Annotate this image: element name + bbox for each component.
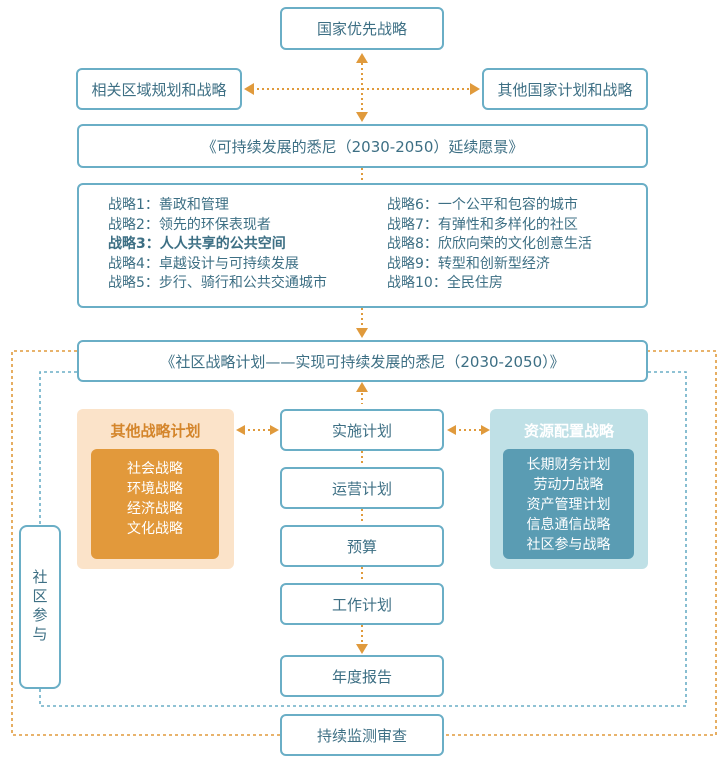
other-plans-item: 文化战略 (127, 521, 183, 537)
arrow-left-regional (244, 83, 254, 95)
vision-label: 《可持续发展的悉尼（2030-2050）延续愿景》 (201, 137, 524, 156)
other-plans-item: 社会战略 (127, 461, 183, 477)
strategy-item: 战略1：善政和管理 (108, 197, 229, 213)
arrow-left-implementation-right (447, 425, 456, 435)
strategy-item: 战略2：领先的环保表现者 (108, 216, 271, 233)
strategies-box: 战略1：善政和管理 战略2：领先的环保表现者 战略3：人人共享的公共空间 战略4… (77, 183, 648, 308)
monitoring-review-label: 持续监测审查 (316, 726, 407, 745)
strategy-item: 战略8：欣欣向荣的文化创意生活 (387, 236, 592, 252)
arrow-down-plan (356, 328, 368, 338)
resource-strategy-item: 长期财务计划 (526, 457, 611, 473)
other-plans-item: 环境战略 (127, 481, 183, 497)
strategy-item: 战略9：转型和创新型经济 (387, 255, 550, 272)
arrow-left-otherplans (236, 425, 245, 435)
national-priorities-label: 国家优先战略 (316, 20, 407, 38)
resource-strategy-title: 资源配置战略 (523, 422, 614, 440)
work-plan-box: 工作计划 (280, 583, 444, 625)
arrow-down-report (356, 644, 368, 654)
community-plan-label: 《社区战略计划——实现可持续发展的悉尼（2030-2050）》 (160, 352, 565, 371)
resource-strategy-item: 资产管理计划 (526, 497, 611, 513)
vision-box: 《可持续发展的悉尼（2030-2050）延续愿景》 (77, 124, 648, 168)
other-national-plans-box: 其他国家计划和战略 (482, 68, 648, 110)
strategy-item: 战略7：有弹性和多样化的社区 (387, 216, 578, 233)
arrow-right-resource (481, 425, 490, 435)
arrow-down-vision (356, 112, 368, 122)
strategies-left-column: 战略1：善政和管理 战略2：领先的环保表现者 战略3：人人共享的公共空间 战略4… (108, 196, 327, 294)
arrow-right-implementation-left (270, 425, 279, 435)
strategy-item: 战略10：全民住房 (387, 275, 503, 291)
strategy-item: 战略4：卓越设计与可持续发展 (108, 255, 299, 272)
resource-strategy-item: 信息通信战略 (526, 517, 611, 533)
resource-strategy-panel: 资源配置战略 长期财务计划 劳动力战略 资产管理计划 信息通信战略 社区参与战略 (490, 409, 648, 569)
other-plans-item: 经济战略 (127, 501, 183, 517)
budget-box: 预算 (280, 525, 444, 567)
regional-plans-box: 相关区域规划和战略 (76, 68, 242, 110)
budget-label: 预算 (346, 537, 377, 556)
national-priorities-box: 国家优先战略 (280, 7, 444, 50)
other-plans-panel: 其他战略计划 社会战略 环境战略 经济战略 文化战略 (77, 409, 234, 569)
implementation-plan-box: 实施计划 (280, 409, 444, 451)
operations-plan-label: 运营计划 (331, 479, 392, 498)
resource-strategy-item: 劳动力战略 (533, 477, 604, 493)
arrow-right-other (470, 83, 480, 95)
annual-report-label: 年度报告 (331, 667, 392, 686)
other-plans-title: 其他战略计划 (110, 422, 201, 440)
community-participation-label: 社区参与 (30, 569, 49, 645)
monitoring-loop-line (11, 350, 717, 736)
community-plan-box: 《社区战略计划——实现可持续发展的悉尼（2030-2050）》 (77, 340, 648, 382)
arrow-up-plan (356, 382, 368, 392)
work-plan-label: 工作计划 (331, 595, 392, 614)
other-plans-list: 社会战略 环境战略 经济战略 文化战略 (91, 449, 219, 559)
annual-report-box: 年度报告 (280, 655, 444, 697)
monitoring-review-box: 持续监测审查 (280, 714, 444, 756)
implementation-plan-label: 实施计划 (331, 421, 392, 440)
resource-strategy-item: 社区参与战略 (526, 537, 611, 553)
arrow-up-national (356, 53, 368, 63)
participation-loop-line (39, 371, 687, 707)
community-participation-box: 社区参与 (19, 525, 61, 689)
other-national-plans-label: 其他国家计划和战略 (497, 80, 633, 99)
operations-plan-box: 运营计划 (280, 467, 444, 509)
resource-strategy-list: 长期财务计划 劳动力战略 资产管理计划 信息通信战略 社区参与战略 (503, 449, 634, 559)
regional-plans-label: 相关区域规划和战略 (91, 80, 227, 99)
strategy-item: 战略6：一个公平和包容的城市 (387, 197, 578, 213)
strategy-item: 战略5：步行、骑行和公共交通城市 (108, 275, 327, 291)
strategies-right-column: 战略6：一个公平和包容的城市 战略7：有弹性和多样化的社区 战略8：欣欣向荣的文… (387, 196, 592, 294)
strategy-item: 战略3：人人共享的公共空间 (108, 236, 286, 252)
